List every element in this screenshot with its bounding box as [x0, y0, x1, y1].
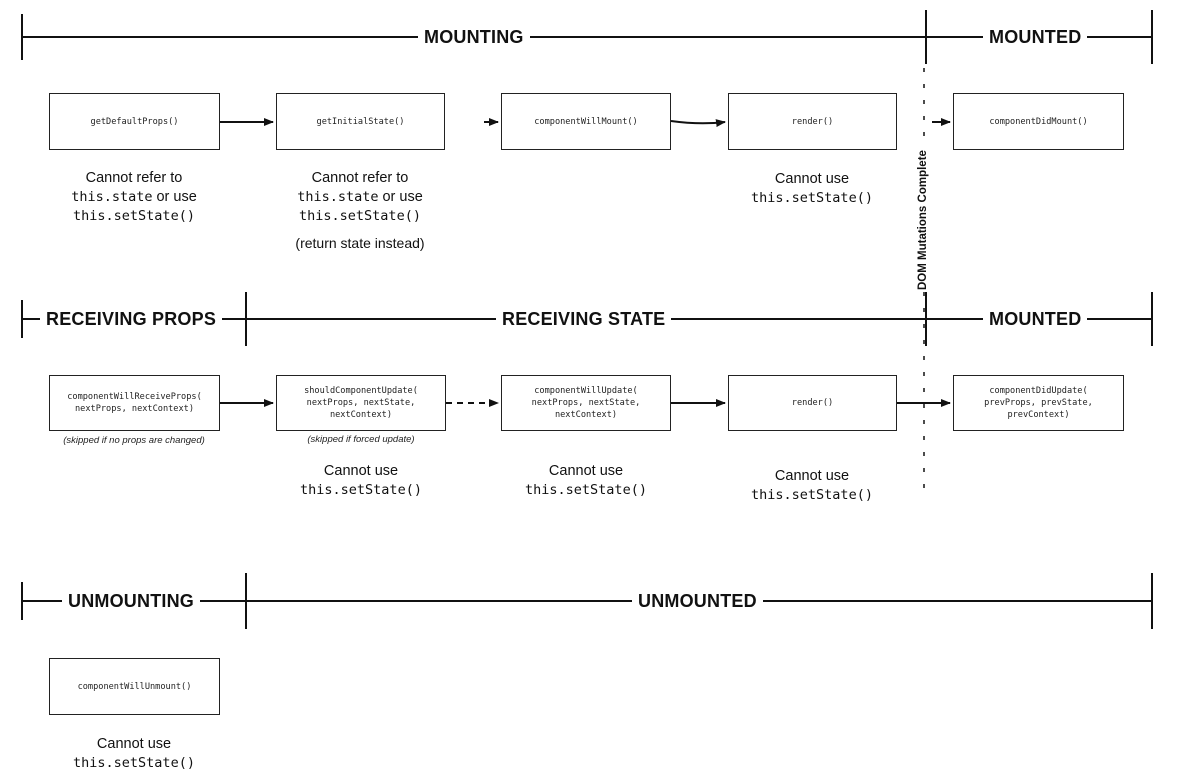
phase-label-mounted: MOUNTED [983, 26, 1088, 48]
method-component-did-mount: componentDidMount() [953, 93, 1124, 150]
note-get-default-props: Cannot refer to this.state or use this.s… [71, 170, 197, 224]
skip-note-receive-props: (skipped if no props are changed) [63, 435, 205, 446]
method-get-default-props: getDefaultProps() [49, 93, 220, 150]
method-component-will-mount: componentWillMount() [501, 93, 671, 150]
note-get-initial-state: Cannot refer to this.state or use this.s… [295, 170, 425, 251]
phase-label-receiving-state: RECEIVING STATE [496, 308, 672, 330]
dom-mutations-label: DOM Mutations Complete [917, 148, 929, 292]
phase-label-mounted-update: MOUNTED [983, 308, 1088, 330]
method-render-update: render() [728, 375, 897, 431]
note-component-will-update: Cannot use this.setState() [525, 463, 647, 498]
phase-label-unmounted: UNMOUNTED [632, 590, 763, 612]
method-component-will-unmount: componentWillUnmount() [49, 658, 220, 715]
note-component-will-unmount: Cannot use this.setState() [73, 736, 195, 771]
method-component-will-receive-props: componentWillReceiveProps( nextProps, ne… [49, 375, 220, 431]
method-render-mount: render() [728, 93, 897, 150]
skip-note-should-update: (skipped if forced update) [307, 434, 415, 445]
phase-label-mounting: MOUNTING [418, 26, 530, 48]
method-component-did-update: componentDidUpdate( prevProps, prevState… [953, 375, 1124, 431]
note-render-update: Cannot use this.setState() [751, 468, 873, 503]
method-should-component-update: shouldComponentUpdate( nextProps, nextSt… [276, 375, 446, 431]
note-render-mount: Cannot use this.setState() [751, 171, 873, 206]
phase-label-unmounting: UNMOUNTING [62, 590, 200, 612]
method-component-will-update: componentWillUpdate( nextProps, nextStat… [501, 375, 671, 431]
method-get-initial-state: getInitialState() [276, 93, 445, 150]
note-should-component-update: Cannot use this.setState() [300, 463, 422, 498]
phase-label-receiving-props: RECEIVING PROPS [40, 308, 223, 330]
